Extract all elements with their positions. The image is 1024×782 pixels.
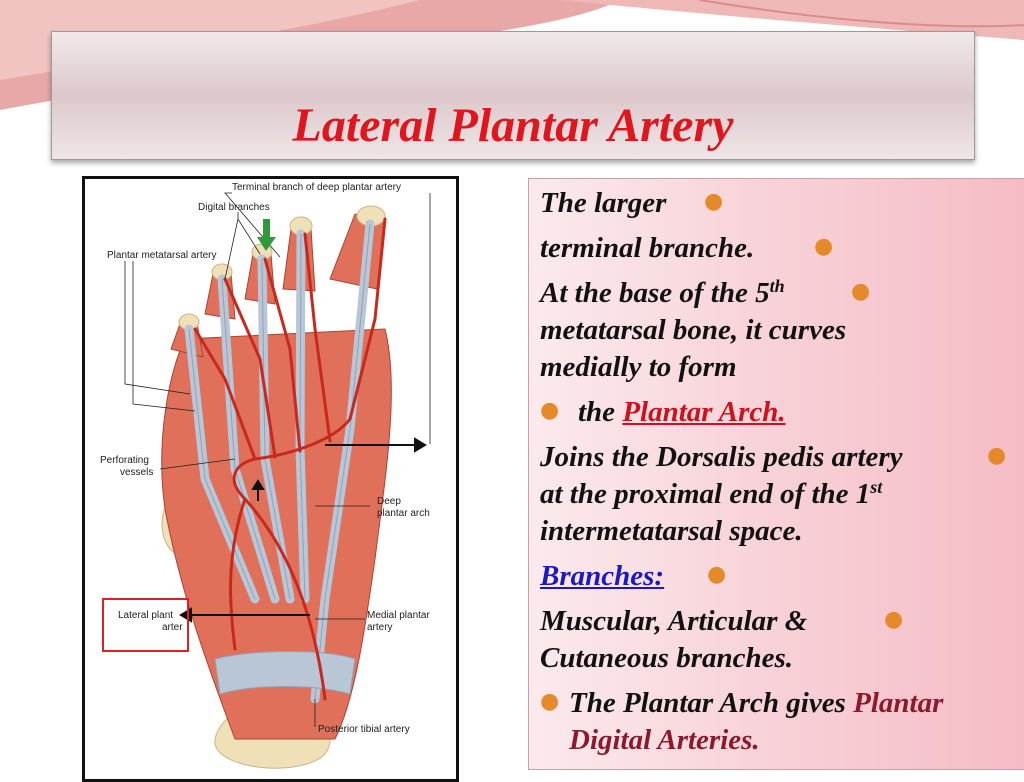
foot-anatomy-figure: Terminal branch of deep plantar artery D… <box>82 176 459 782</box>
bullet-text-proximal-end: at the proximal end of the 1st <box>540 477 883 510</box>
bullet-text-joins-dorsalis: Joins the Dorsalis pedis artery <box>540 441 903 473</box>
branches-link[interactable]: Branches: <box>540 560 665 592</box>
bullet-text-intermetatarsal: intermetatarsal space. <box>540 515 803 547</box>
bullet-text-base-of-5th: At the base of the 5th <box>540 276 785 309</box>
lateral-plantar-highlight-box <box>102 598 189 652</box>
bullet-content-panel: The larger ● terminal branche. ● At the … <box>528 178 1024 770</box>
bullet-text-metatarsal-bone: metatarsal bone, it curves <box>540 314 847 346</box>
label-perforating: Perforating <box>100 455 149 466</box>
bullet-dot-icon: ● <box>540 689 560 714</box>
label-vessels: vessels <box>120 467 153 478</box>
plantar-arch-link[interactable]: Plantar Arch. <box>622 396 786 428</box>
bullet-dot-icon: ● <box>851 279 871 304</box>
label-medial-plantar: Medial plantar <box>367 610 430 621</box>
label-posterior-tibial-artery: Posterior tibial artery <box>318 724 410 735</box>
label-plantar-metatarsal-artery: Plantar metatarsal artery <box>107 250 217 261</box>
green-arrow-icon <box>257 219 276 251</box>
label-lateral-plantar-artery: arter <box>162 622 183 633</box>
label-plantar-arch: plantar arch <box>377 508 430 519</box>
bullet-text-terminal-branche: terminal branche. <box>540 232 755 264</box>
bullet-text-cutaneous: Cutaneous branches. <box>540 642 794 674</box>
label-deep: Deep <box>377 496 401 507</box>
bullet-dot-icon: ● <box>540 398 560 423</box>
title-bar: Lateral Plantar Artery <box>51 31 975 160</box>
bullet-dot-icon: ● <box>987 443 1007 468</box>
slide-title: Lateral Plantar Artery <box>292 99 734 152</box>
bullet-text-plantar-arch-gives: The Plantar Arch gives Plantar <box>569 687 944 719</box>
bullet-text-medially: medially to form <box>540 351 737 383</box>
label-terminal-branch: Terminal branch of deep plantar artery <box>232 182 401 193</box>
bullet-dot-icon: ● <box>884 607 904 632</box>
bullet-text-muscular: Muscular, Articular & <box>540 605 808 637</box>
bullet-text-larger: The larger <box>540 187 667 219</box>
bullet-dot-icon: ● <box>707 562 727 587</box>
label-digital-branches: Digital branches <box>198 202 270 213</box>
label-lateral-plantar: Lateral plant <box>118 610 173 621</box>
bullet-dot-icon: ● <box>704 189 724 214</box>
bullet-text-plantar-arch: the Plantar Arch. <box>578 396 786 428</box>
bullet-text-digital-arteries: Digital Arteries. <box>569 724 760 756</box>
foot-illustration: Terminal branch of deep plantar artery D… <box>100 182 430 769</box>
label-medial-plantar-artery: artery <box>367 622 393 633</box>
bullet-dot-icon: ● <box>814 234 834 259</box>
